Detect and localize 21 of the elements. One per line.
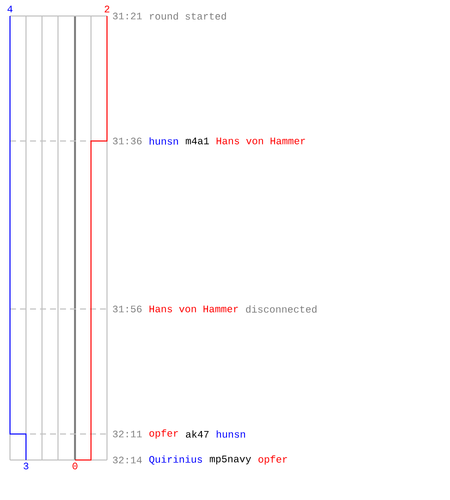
player-name: opfer — [258, 455, 287, 465]
event-text: round started — [150, 12, 226, 20]
timestamp: 32:11 — [112, 430, 142, 438]
event-text: disconnected — [246, 305, 316, 313]
player-name: Hans von Hammer — [216, 138, 305, 144]
timestamp: 32:14 — [112, 456, 142, 464]
timestamp: 31:21 — [112, 12, 142, 20]
count-label: 4 — [8, 6, 12, 12]
timestamp: 31:56 — [112, 306, 142, 312]
player-name: hunsn — [216, 430, 245, 438]
weapon-name: m4a1 — [186, 138, 209, 144]
count-label: 3 — [24, 462, 28, 470]
player-name: Quirinius — [149, 455, 202, 465]
count-label: 2 — [104, 6, 110, 12]
weapon-name: ak47 — [186, 430, 209, 438]
player-name: opfer — [149, 429, 178, 439]
weapon-name: mp5navy — [210, 456, 252, 464]
player-name: hunsn — [150, 137, 178, 145]
timestamp: 31:36 — [112, 138, 142, 144]
count-label: 0 — [72, 462, 78, 470]
player-name: Hans von Hammer — [150, 306, 238, 312]
